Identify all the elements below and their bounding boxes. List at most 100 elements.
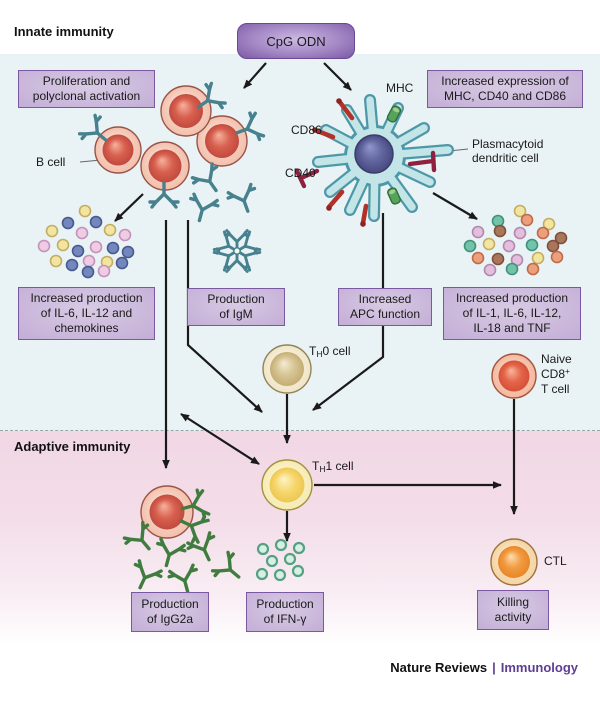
ifn-gamma-dot <box>291 564 305 578</box>
innate-cytokines-left-dot <box>106 241 120 255</box>
innate-cytokines-right-dot <box>491 252 505 266</box>
killing-activity-box: Killing activity <box>477 590 549 630</box>
naive-line2: CD8+ <box>541 366 572 381</box>
arrows <box>114 62 518 542</box>
box-line: Production <box>207 292 265 306</box>
antibody-icon <box>166 563 203 597</box>
innate-cytokines-right-dot <box>463 239 477 253</box>
innate-cytokines-left-dot <box>89 240 103 254</box>
innate-cytokines-right-dot <box>546 239 560 253</box>
box-line: Production <box>141 597 199 611</box>
innate-cytokines-right-dot <box>536 226 550 240</box>
innate-cytokines-left-dot <box>61 216 75 230</box>
arrow-cpg-to-bcells <box>243 62 267 89</box>
ifn-gamma-dot <box>292 541 306 555</box>
innate-cytokines-right-dot <box>550 250 564 264</box>
cpg-odn-node: CpG ODN <box>237 23 355 59</box>
box-line: Increased production <box>455 291 569 305</box>
antibody-icon <box>224 182 263 218</box>
innate-cytokines-right-dot <box>502 239 516 253</box>
innate-adaptive-divider <box>0 430 600 431</box>
adaptive-immunity-heading: Adaptive immunity <box>14 439 131 454</box>
innate-cytokines-right-dot <box>542 217 556 231</box>
th1-sub: H <box>319 464 326 474</box>
il6-production-box: Increased production of IL-6, IL-12 and … <box>18 287 155 340</box>
innate-cytokines-left-dot <box>65 258 79 272</box>
box-line: APC function <box>349 307 421 321</box>
naive-plus: + <box>565 366 570 377</box>
innate-cytokines-right-dot <box>471 225 485 239</box>
innate-cytokines-left-dot <box>103 223 117 237</box>
igg2a-production-box: Production of IgG2a <box>131 592 209 632</box>
arrow-bcells-to-th1 <box>186 220 263 413</box>
apc-function-box: Increased APC function <box>338 288 432 326</box>
ifng-production-box: Production of IFN-γ <box>246 592 324 632</box>
th0-cell-label: TH0 cell <box>309 344 351 359</box>
innate-cytokines-left-dot <box>118 228 132 242</box>
il1-production-box: Increased production of IL-1, IL-6, IL-1… <box>443 287 581 340</box>
box-line: Production <box>256 597 314 611</box>
pdc-label-line: Plasmacytoid <box>472 137 544 151</box>
innate-cytokines-left-dot <box>97 264 111 278</box>
box-line: IL-18 and TNF <box>473 321 551 335</box>
th1-rest: 1 cell <box>325 459 354 473</box>
box-line: polyclonal activation <box>32 89 141 103</box>
pdc-label-line: dendritic cell <box>472 151 539 166</box>
naive-line1: Naive <box>541 352 572 366</box>
plasmacytoid-dendritic-cell <box>294 94 454 227</box>
box-line: chemokines <box>54 321 119 335</box>
arrow-dc-to-th1 <box>312 213 385 411</box>
innate-cytokines-left-dot <box>45 224 59 238</box>
box-line: Increased <box>358 292 412 306</box>
innate-cytokines-right-dot <box>554 231 568 245</box>
pdc-label: Plasmacytoid dendritic cell <box>472 137 543 166</box>
igm-production-box: Production of IgM <box>187 288 285 326</box>
box-line: of IgG2a <box>146 612 194 626</box>
innate-cytokines-right-dot <box>526 262 540 276</box>
naive-cd8: CD8 <box>541 367 566 382</box>
box-line: Increased production <box>30 291 143 305</box>
cd86-label: CD86 <box>291 123 322 137</box>
th1-cell <box>261 459 313 511</box>
antibody-icon <box>189 161 230 201</box>
cd40-label: CD40 <box>285 166 316 180</box>
footer-brand: Nature Reviews <box>390 660 488 675</box>
antibody-icon <box>151 537 188 571</box>
innate-cytokines-left-dot <box>121 245 135 259</box>
ifn-gamma-dot <box>283 552 297 566</box>
naive-line3: T cell <box>541 381 570 396</box>
antibody-icon <box>184 530 224 568</box>
igm-pentamer <box>211 228 263 274</box>
cpg-odn-label: CpG ODN <box>266 33 326 49</box>
ifn-gamma-dots <box>255 538 306 582</box>
box-line: Killing <box>496 595 529 609</box>
innate-cytokines-left-dot <box>78 204 92 218</box>
innate-immunity-heading: Innate immunity <box>14 24 114 39</box>
innate-cytokines-left-dot <box>56 238 70 252</box>
th1-cell-label: TH1 cell <box>312 459 354 474</box>
box-line: of IL-1, IL-6, IL-12, <box>462 306 562 320</box>
innate-cytokines-right-dot <box>493 224 507 238</box>
th0-t: T <box>309 344 317 358</box>
box-line: of IgM <box>219 307 253 321</box>
innate-cytokines-left-dot <box>81 265 95 279</box>
innate-cytokines-left-dot <box>71 244 85 258</box>
ctl-cell <box>490 538 538 586</box>
box-line: Proliferation and <box>42 74 131 88</box>
igg2a-b-cell <box>121 485 250 597</box>
b-cell-label: B cell <box>36 155 66 169</box>
antibody-icon <box>209 549 250 590</box>
innate-cytokines-left-dot <box>89 215 103 229</box>
cytokine-cluster-right <box>463 204 568 277</box>
antibody-icon <box>184 192 221 226</box>
b-cell <box>94 126 142 174</box>
innate-cytokines-left-dot <box>82 254 96 268</box>
innate-cytokines-left-dot <box>49 254 63 268</box>
cd86-molecule-tips <box>312 98 366 227</box>
box-line: of IFN-γ <box>263 612 307 626</box>
th0-rest: 0 cell <box>322 344 351 358</box>
innate-cytokines-right-dot <box>483 263 497 277</box>
innate-cytokines-left-dot <box>115 256 129 270</box>
